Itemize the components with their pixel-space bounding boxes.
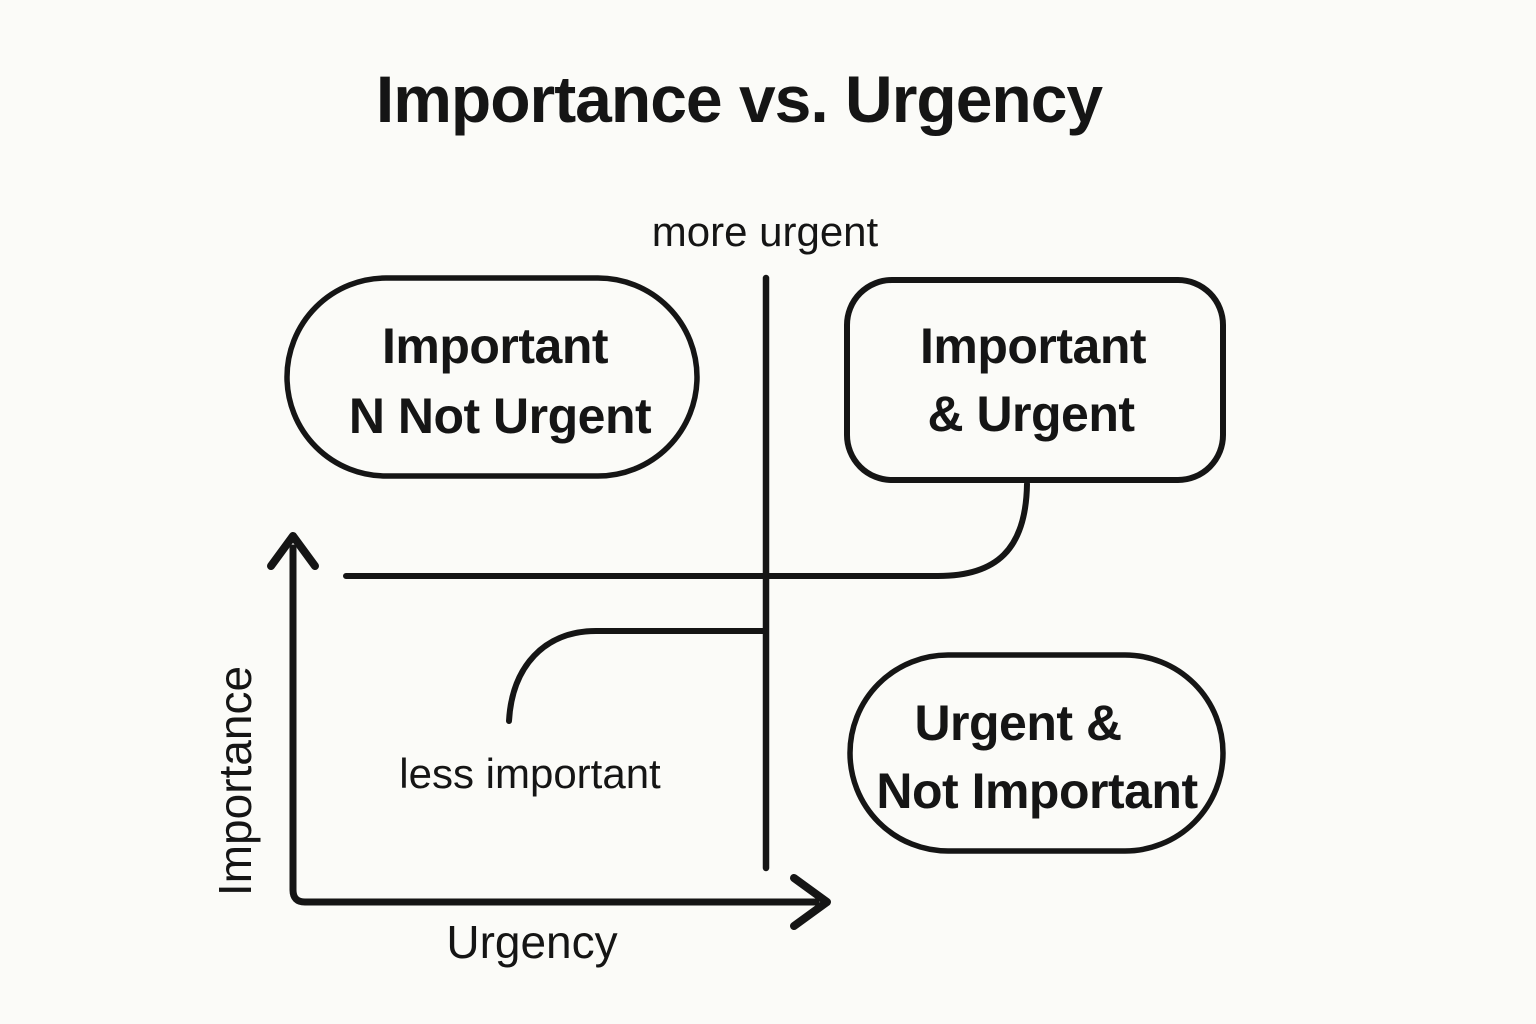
axes-line <box>289 544 820 906</box>
quadrant-box-important-not-urgent <box>284 275 700 479</box>
text-work: Importance vs. Urgency more urgent Impor… <box>209 62 1199 968</box>
less-important-bracket-curve <box>506 628 767 724</box>
quadrant-box-urgent-not-important <box>847 652 1226 854</box>
more-urgent-label: more urgent <box>652 208 879 255</box>
important-not-urgent-line1: Important <box>382 318 609 374</box>
x-axis-arrowhead-icon <box>790 874 831 930</box>
less-important-label: less important <box>399 750 661 797</box>
horizontal-divider-curve <box>343 481 1030 579</box>
important-urgent-line1: Important <box>920 318 1147 374</box>
important-not-urgent-line2: N Not Urgent <box>349 388 652 444</box>
y-axis-arrowhead-icon <box>267 532 319 570</box>
urgent-not-important-line2: Not Important <box>876 763 1198 819</box>
y-axis-label: Importance <box>209 666 261 896</box>
urgent-not-important-line1: Urgent & <box>914 695 1121 751</box>
x-axis-label: Urgency <box>446 916 617 968</box>
quadrant-box-important-urgent <box>844 277 1226 483</box>
line-work <box>267 274 1226 930</box>
diagram-title: Importance vs. Urgency <box>376 62 1104 136</box>
important-urgent-line2: & Urgent <box>927 386 1135 442</box>
